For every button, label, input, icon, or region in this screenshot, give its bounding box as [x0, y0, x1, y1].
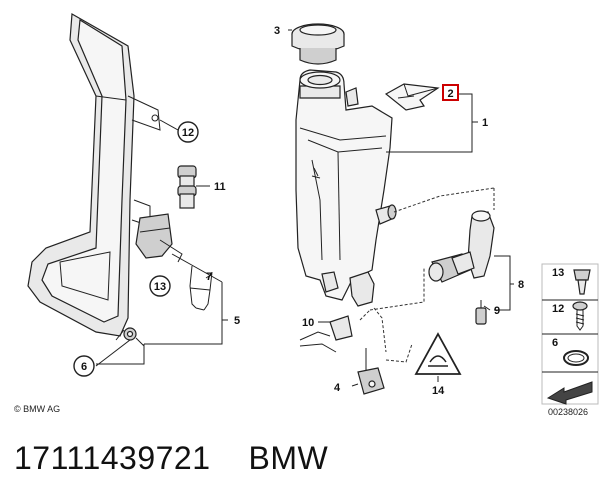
legend-arrow-icon [546, 381, 593, 405]
svg-text:13: 13 [154, 281, 166, 293]
legend-6-o-ring [563, 350, 589, 366]
callout-11: 11 [214, 181, 226, 193]
legend-13-plug [573, 269, 591, 295]
svg-text:12: 12 [182, 127, 194, 139]
part-mount-lower [135, 213, 183, 263]
part-14-warning-label [414, 332, 462, 375]
callout-3: 3 [274, 25, 280, 37]
drawing-code: 00238026 [548, 407, 589, 417]
brand-name: BMW [248, 440, 329, 476]
callout-8: 8 [518, 279, 524, 291]
copyright-notice: © BMW AG [14, 404, 61, 414]
part-caption: 17111439721 BMW [14, 440, 328, 477]
part-11-rubber-mount [177, 165, 210, 209]
part-7-clip [189, 265, 213, 311]
parts-diagram: 12 13 6 11 7 5 3 1 8 9 10 4 14 2 13 12 [27, 13, 599, 405]
callout-13: 13 [149, 275, 171, 297]
callout-9: 9 [494, 305, 500, 317]
leader-lines [95, 29, 514, 387]
legend-panel: 13 12 6 [541, 263, 599, 405]
part-8-connector [428, 210, 495, 283]
legend-12-screw [572, 301, 588, 331]
svg-text:13: 13 [552, 267, 564, 279]
svg-text:6: 6 [552, 337, 558, 349]
callout-1: 1 [482, 117, 488, 129]
callout-5: 5 [234, 315, 240, 327]
callout-6: 6 [73, 355, 95, 377]
svg-text:12: 12 [552, 303, 564, 315]
part-12-on-bracket [159, 119, 179, 131]
part-2-bracket [384, 83, 440, 111]
part-number: 17111439721 [14, 440, 211, 476]
part-10-clip [299, 315, 353, 353]
callout-10: 10 [302, 317, 314, 329]
svg-text:6: 6 [81, 361, 87, 373]
callout-14: 14 [432, 385, 445, 397]
part-6-bolt [115, 327, 145, 347]
part-4-sensor [357, 348, 385, 395]
expansion-tank [295, 69, 397, 307]
carrier-bracket [27, 13, 161, 337]
part-9-plug [475, 300, 487, 325]
part-3-cap [291, 23, 345, 65]
callout-7: 7 [206, 271, 212, 283]
svg-text:2: 2 [447, 88, 453, 100]
callout-4: 4 [334, 382, 341, 394]
callout-12: 12 [177, 121, 199, 143]
callout-2-highlighted: 2 [442, 84, 459, 101]
